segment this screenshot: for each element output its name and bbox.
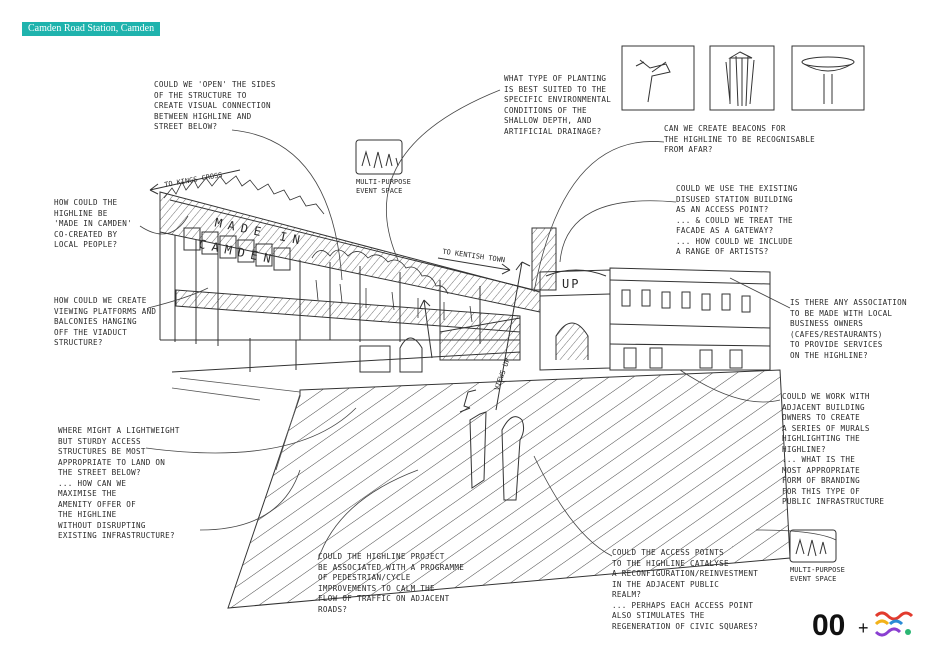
sign-up: UP bbox=[562, 277, 581, 291]
logo-00: 00 bbox=[812, 609, 846, 642]
note-viewing-platforms: How could we create viewing platforms an… bbox=[54, 296, 157, 347]
made-in-camden-signs bbox=[183, 227, 291, 271]
beacon-sketch-thumbnails bbox=[621, 45, 865, 111]
highline-planting bbox=[163, 175, 473, 323]
label-event-space-1: Multi-purpose event space bbox=[356, 178, 411, 195]
event-space-icon-1 bbox=[355, 139, 403, 175]
note-made-in-camden: How could the highline be 'made in camde… bbox=[54, 198, 132, 249]
label-event-space-2: Multi-purpose event space bbox=[790, 566, 845, 583]
note-murals: Could we work with adjacent building own… bbox=[782, 392, 885, 506]
station-building bbox=[539, 269, 611, 371]
location-tag: Camden Road Station, Camden bbox=[22, 22, 161, 36]
partner-logo-icon bbox=[874, 611, 914, 637]
note-beacons: Can we create beacons for the highline t… bbox=[664, 124, 816, 154]
viaduct-structure bbox=[159, 191, 541, 373]
note-traffic-calming: Could the highline project be associated… bbox=[318, 552, 465, 614]
event-space-icon-2 bbox=[789, 529, 837, 563]
beacon-tower bbox=[531, 227, 557, 291]
logo-plus: + bbox=[858, 618, 869, 638]
annotation-leaders bbox=[139, 89, 837, 561]
note-local-business: Is there any association to be made with… bbox=[790, 298, 907, 360]
note-open-sides: Could we 'open' the sides of the structu… bbox=[154, 80, 276, 131]
direction-arrows bbox=[149, 169, 531, 413]
note-station-building: Could we use the existing disused statio… bbox=[676, 184, 798, 256]
access-point-figures bbox=[463, 389, 525, 501]
note-access-structures: Where might a lightweight but sturdy acc… bbox=[58, 426, 180, 540]
terrace-buildings bbox=[609, 267, 771, 371]
note-public-realm: Could the access points to the highline … bbox=[612, 548, 759, 631]
note-planting: What type of planting is best suited to … bbox=[504, 74, 612, 136]
